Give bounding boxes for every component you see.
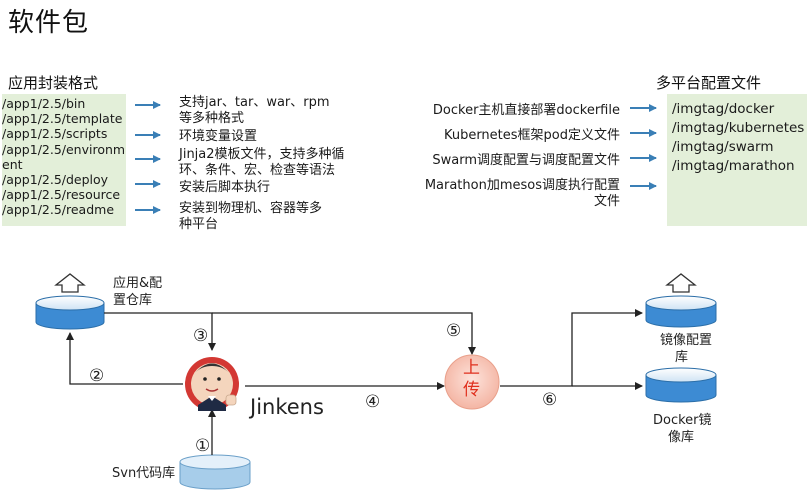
docker-mirror-cylinder bbox=[645, 367, 717, 403]
app-config-repo-label-1: 应用&配 bbox=[113, 276, 163, 291]
app-config-repo-cylinder bbox=[35, 295, 105, 330]
step-2-marker: ② bbox=[89, 366, 105, 386]
right-mapping-arrows bbox=[630, 104, 657, 190]
desc-bin-1: 支持jar、tar、war、rpm bbox=[179, 95, 330, 110]
path-item: ent bbox=[2, 156, 23, 172]
desc-docker: Docker主机直接部署dockerfile bbox=[432, 103, 620, 118]
desc-resource-1: 安装到物理机、容器等多 bbox=[179, 201, 323, 216]
mirror-config-label-2: 库 bbox=[675, 350, 689, 365]
imgtag-list: /imgtag/docker /imgtag/kubernetes /imgta… bbox=[667, 94, 807, 226]
mirror-config-repo-cylinder bbox=[645, 295, 717, 328]
desc-swarm: Swarm调度配置与调度配置文件 bbox=[432, 153, 620, 168]
desc-bin-2: 等多种格式 bbox=[179, 111, 245, 126]
step-4-marker: ④ bbox=[365, 392, 381, 412]
desc-kubernetes: Kubernetes框架pod定义文件 bbox=[443, 128, 620, 143]
left-section-heading: 应用封装格式 bbox=[8, 74, 99, 92]
upload-up-icon bbox=[54, 273, 86, 293]
path-item: /app1/2.5/resource bbox=[2, 187, 121, 203]
jenkins-label: Jinkens bbox=[250, 395, 324, 419]
left-mapping-arrows bbox=[135, 101, 161, 214]
tag-item: /imgtag/docker bbox=[672, 101, 775, 117]
step-5-marker: ⑤ bbox=[446, 321, 462, 341]
right-section-heading: 多平台配置文件 bbox=[656, 74, 762, 92]
path-item: /app1/2.5/environm bbox=[2, 141, 126, 157]
path-item: /app1/2.5/template bbox=[2, 111, 123, 127]
mirror-config-label-1: 镜像配置 bbox=[660, 333, 713, 348]
jenkins-icon bbox=[185, 357, 239, 411]
page-title: 软件包 bbox=[8, 8, 90, 38]
docker-mirror-label-1: Docker镜 bbox=[653, 413, 712, 428]
tag-item: /imgtag/kubernetes bbox=[672, 120, 805, 136]
desc-marathon-2: 文件 bbox=[593, 194, 620, 209]
app-config-repo-label-2: 置仓库 bbox=[113, 293, 153, 308]
app-path-list: /app1/2.5/bin /app1/2.5/template /app1/2… bbox=[2, 94, 126, 226]
desc-scripts-1: Jinja2模板文件，支持多种循 bbox=[179, 147, 345, 162]
step-1-marker: ① bbox=[195, 436, 211, 456]
step-6-marker: ⑥ bbox=[542, 390, 558, 410]
tag-item: /imgtag/swarm bbox=[672, 139, 774, 155]
desc-template: 环境变量设置 bbox=[179, 129, 258, 144]
svn-repo-label: Svn代码库 bbox=[112, 466, 176, 481]
path-item: /app1/2.5/readme bbox=[2, 202, 115, 218]
desc-marathon-1: Marathon加mesos调度执行配置 bbox=[424, 178, 620, 193]
path-item: /app1/2.5/bin bbox=[2, 96, 86, 111]
desc-deploy: 安装后脚本执行 bbox=[179, 180, 271, 195]
svn-repo-cylinder bbox=[179, 454, 251, 490]
flow-lines bbox=[66, 309, 643, 455]
upload-label-2: 传 bbox=[463, 380, 480, 400]
step-3-marker: ③ bbox=[193, 326, 209, 346]
desc-resource-2: 种平台 bbox=[179, 217, 219, 232]
path-item: /app1/2.5/scripts bbox=[2, 126, 108, 142]
upload-label-1: 上 bbox=[463, 358, 480, 378]
docker-mirror-label-2: 像库 bbox=[668, 430, 695, 445]
mirror-up-icon bbox=[665, 273, 697, 293]
upload-node bbox=[444, 354, 500, 410]
desc-scripts-2: 环、条件、宏、检查等语法 bbox=[179, 163, 336, 178]
tag-item: /imgtag/marathon bbox=[672, 158, 795, 174]
path-item: /app1/2.5/deploy bbox=[2, 172, 109, 188]
